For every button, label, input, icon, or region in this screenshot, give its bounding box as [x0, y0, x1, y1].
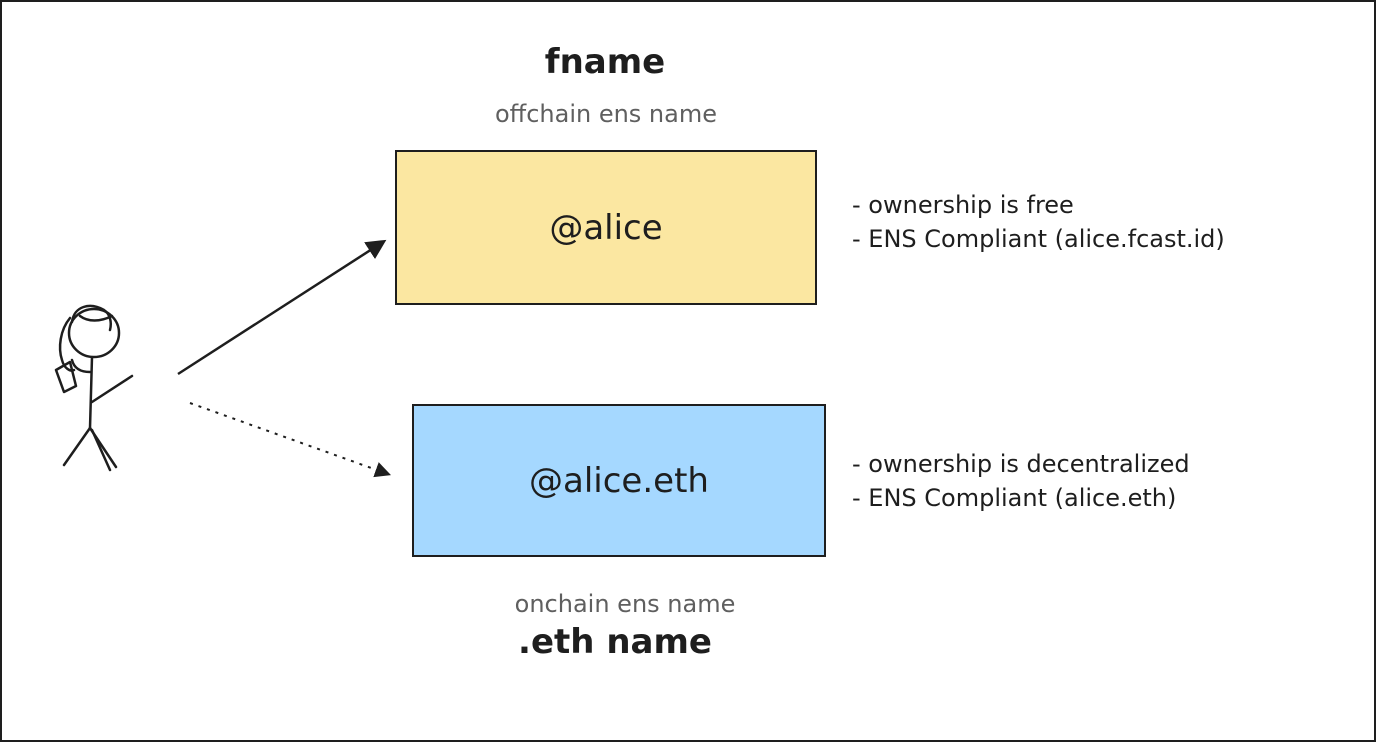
fname-note-ens: - ENS Compliant (alice.fcast.id)	[852, 225, 1225, 253]
fname-box-label: @alice	[549, 207, 663, 248]
fname-title: fname	[544, 42, 666, 82]
fname-subtitle: offchain ens name	[494, 100, 717, 128]
fname-notes: - ownership is free - ENS Compliant (ali…	[852, 188, 1225, 256]
eth-note-ens: - ENS Compliant (alice.eth)	[852, 484, 1177, 512]
dotted-arrow	[189, 402, 392, 478]
eth-note-ownership: - ownership is decentralized	[852, 450, 1190, 478]
eth-name-subtitle: onchain ens name	[514, 590, 736, 618]
solid-arrow	[177, 239, 387, 376]
eth-name-title: .eth name	[518, 622, 712, 662]
fname-box: @alice	[395, 150, 817, 305]
eth-name-box-label: @alice.eth	[529, 460, 709, 501]
fname-note-ownership: - ownership is free	[852, 191, 1074, 219]
stick-figure-icon	[54, 304, 134, 472]
eth-name-box: @alice.eth	[412, 404, 826, 557]
eth-name-notes: - ownership is decentralized - ENS Compl…	[852, 447, 1190, 515]
